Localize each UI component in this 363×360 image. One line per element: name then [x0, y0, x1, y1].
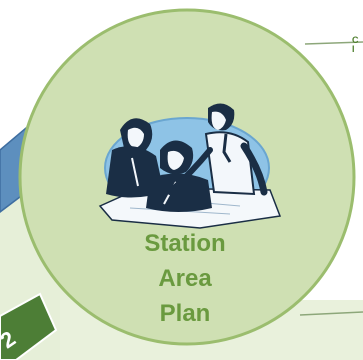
right-edge-label: C I	[352, 36, 359, 54]
right-label-line-2: I	[352, 44, 355, 54]
center-label-line-3: Plan	[159, 300, 211, 327]
center-label-line-1: Station	[144, 230, 226, 257]
center-label-line-2: Area	[158, 265, 212, 292]
people-reviewing-plans-icon	[98, 103, 282, 229]
station-area-plan-label: Station Area Plan	[130, 226, 240, 331]
connector-line-bottom	[299, 311, 363, 316]
right-label-line-1: C	[352, 35, 359, 45]
connector-line-top	[304, 41, 363, 45]
step-badge	[0, 292, 58, 360]
